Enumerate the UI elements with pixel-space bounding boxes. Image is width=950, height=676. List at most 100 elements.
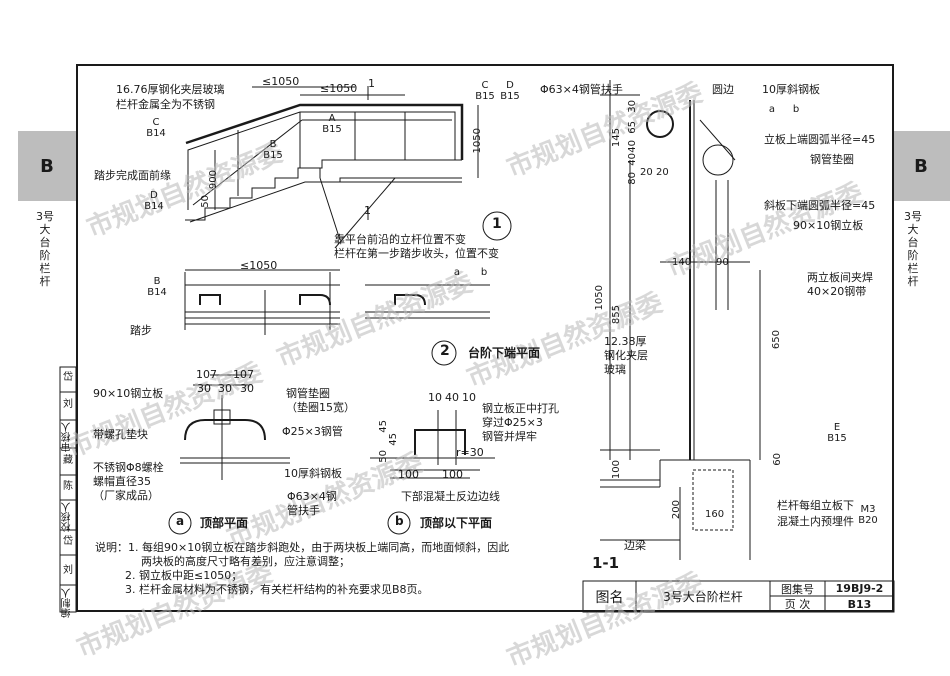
notes-block: 说明：1. 每组90×10钢立板在踏步斜跑处，由于两块板上端同高，而地面倾斜，因… [95, 541, 509, 597]
approval-strip [59, 366, 77, 613]
dim-label: 107 [233, 368, 254, 381]
dim-label: ≤1050 [240, 259, 278, 272]
detail-a-letter: a [176, 514, 185, 528]
drawing-sheet [76, 64, 894, 612]
detail-a-plan [180, 374, 290, 480]
approval-item: 藏 [63, 455, 73, 466]
dim-label: r=30 [456, 446, 484, 459]
section-1-1 [600, 80, 761, 560]
rail-label: 管扶手 [287, 504, 320, 517]
hole-note: 穿过Φ25×3 [482, 416, 543, 429]
dim-label: 855 [611, 305, 622, 325]
washer-label: 钢管垫圈 [810, 153, 854, 166]
atlas-number-label: 图集号 [781, 582, 814, 596]
stair-note: 栏杆在第一步踏步收头，位置不变 [334, 247, 499, 260]
post-label: 90×10钢立板 [793, 219, 864, 232]
detail-1-marker [482, 211, 512, 241]
dim-label: 50 [378, 450, 389, 463]
dim-label: 30 [240, 382, 254, 395]
dim-label: 20 [640, 167, 653, 178]
dim-label: 650 [771, 330, 782, 350]
pad-label: 带螺孔垫块 [93, 428, 148, 441]
round-edge-label: 圆边 [712, 83, 734, 96]
note-line: 两块板的高度尺寸略有差别，应注意调整； [141, 555, 350, 568]
dim-label: ≤1050 [262, 75, 300, 88]
glass-label: 16.76厚钢化夹层玻璃 [116, 83, 225, 96]
dim-label: 107 [196, 368, 217, 381]
embed-label: 混凝土内预埋件 [777, 515, 854, 528]
dim-label: 10 [428, 391, 442, 404]
title-block-label: 图名 [595, 589, 624, 606]
dim-label: 60 [772, 453, 783, 466]
dim-label: 30 [627, 100, 638, 113]
approval-item: 编制人 [62, 588, 73, 618]
reference-bubble: b [792, 104, 800, 115]
rail-label: Φ63×4钢 [287, 490, 337, 503]
approval-item: 陈 [63, 481, 73, 492]
glass-label: 玻璃 [604, 363, 626, 376]
detail-b-letter: b [395, 514, 404, 528]
detail-b-marker [387, 511, 411, 535]
glass-label: 钢化夹层 [604, 349, 648, 362]
dim-label: 45 [378, 420, 389, 433]
tread-label: 踏步完成面前缘 [94, 169, 171, 182]
drawing-title: 3号大台阶栏杆 [663, 590, 743, 604]
section-title: 1-1 [592, 554, 620, 572]
page-label: 页 次 [784, 598, 811, 611]
stair-elevation [185, 86, 479, 249]
approval-item: 校核人 [62, 502, 73, 532]
hole-note: 钢立板正中打孔 [482, 402, 559, 415]
atlas-number: 19BJ9-2 [835, 582, 884, 595]
dim-label: 1050 [594, 285, 605, 311]
dim-label: 145 [611, 128, 622, 148]
pipe-label: Φ25×3钢管 [282, 425, 343, 438]
weld-label: 两立板间夹焊 [807, 271, 873, 284]
weld-label: 40×20钢带 [807, 285, 867, 298]
approval-item: 岱 [63, 372, 73, 383]
detail-a-marker [168, 511, 192, 535]
dim-label: 30 [218, 382, 232, 395]
stair-note: 靠平台前沿的立杆位置不变 [334, 233, 466, 246]
beam-label: 边梁 [624, 539, 646, 552]
note-line: 说明：1. 每组90×10钢立板在踏步斜跑处，由于两块板上端同高，而地面倾斜，因… [95, 541, 510, 554]
reference-bubble: b [480, 267, 488, 278]
dim-label: 50 [200, 195, 211, 208]
dim-label: 100 [442, 468, 463, 481]
detail-1-number: 1 [492, 216, 502, 232]
left-section-letter: B [40, 155, 54, 177]
dim-label: ≤1050 [320, 82, 358, 95]
dim-label: 30 [197, 382, 211, 395]
approval-item: 岱 [63, 536, 73, 547]
dim-label: 80 [627, 172, 638, 185]
detail-2-number: 2 [440, 343, 450, 359]
dim-label: 45 [388, 433, 399, 446]
approval-item: 审核人 [62, 422, 73, 452]
curb-note: 下部混凝土反边边线 [401, 490, 500, 503]
detail-2-title: 台阶下端平面 [468, 346, 541, 360]
note-line: 2. 钢立板中距≤1050； [125, 569, 243, 582]
right-section-letter: B [914, 155, 928, 177]
reference-bubble: a [453, 267, 461, 278]
dim-label: 65 [627, 121, 638, 134]
plate-label: 10厚斜钢板 [762, 83, 820, 96]
dim-label: 20 [656, 167, 669, 178]
step-label: 踏步 [130, 324, 152, 337]
post-label: 90×10钢立板 [93, 387, 164, 400]
dim-label: 1050 [472, 128, 483, 154]
dim-label: 160 [705, 509, 725, 520]
bolt-label: （厂家成品） [93, 489, 159, 502]
embed-label: 栏杆每组立板下 [777, 499, 854, 512]
left-section-caption: 3号大台阶栏杆 [36, 210, 54, 288]
dim-label: 100 [611, 460, 622, 480]
dim-label: 1 [368, 77, 375, 90]
approval-item: 刘 [63, 399, 73, 410]
metal-label: 栏杆金属全为不锈钢 [116, 98, 215, 111]
